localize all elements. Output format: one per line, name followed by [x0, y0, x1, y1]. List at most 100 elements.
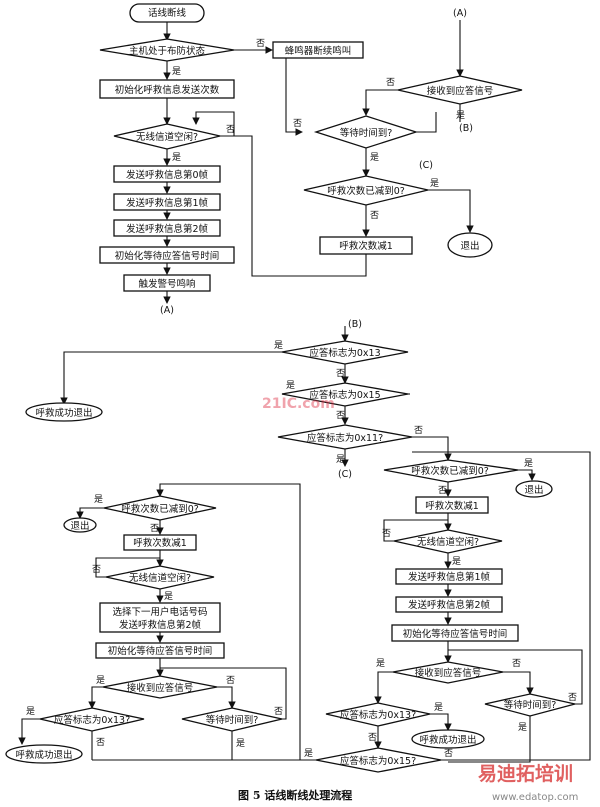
- node-dec2: [415, 496, 489, 514]
- node-count-zero1: [303, 175, 429, 206]
- edge-chfree1-loop: [192, 111, 235, 137]
- label-send0: 发送呼救信息第0帧: [126, 169, 209, 181]
- edge-wait3-loop: [160, 667, 287, 720]
- label-flag13a: 应答标志为0x13: [309, 347, 380, 359]
- yn-flag15a-no: 否: [336, 410, 345, 421]
- yn-recv2-yes: 是: [376, 658, 385, 669]
- label-send2: 发送呼救信息第2帧: [126, 223, 209, 235]
- yn-flag15b-yes: 是: [304, 748, 313, 759]
- edge-flag11-count2: [412, 436, 452, 461]
- label-conn-b-top: (B): [348, 319, 362, 330]
- watermark-logo-bottom: 易迪拓培训: [478, 762, 573, 785]
- node-send1: [113, 193, 221, 211]
- edge-loop-into-count3: [156, 483, 301, 760]
- label-beep: 蜂鸣器断续鸣叫: [285, 45, 352, 57]
- label-flag13c: 应答标志为0x13?: [54, 714, 130, 726]
- edge-count-exit1: [428, 189, 474, 233]
- label-recv1: 接收到应答信号: [427, 85, 494, 97]
- node-flag11: [277, 424, 413, 450]
- label-init-wait1: 初始化等待应答信号时间: [115, 250, 220, 262]
- node-recv2: [392, 661, 504, 684]
- yn-count3-yes: 是: [94, 494, 103, 505]
- node-flag15b: [315, 747, 442, 773]
- node-send2b: [395, 596, 503, 613]
- node-recv1: [397, 75, 523, 105]
- edge-count3-exit3: [76, 507, 104, 519]
- watermark-url: www.edatop.com: [492, 792, 578, 803]
- yn-count1-yes: 是: [430, 178, 439, 189]
- label-send1: 发送呼救信息第1帧: [126, 197, 209, 209]
- node-start: [129, 3, 205, 23]
- edge-wait-loop-recv1: [416, 112, 437, 133]
- label-dec3: 呼救次数减1: [133, 537, 187, 549]
- node-alarm: [123, 274, 211, 292]
- yn-flag13b-no: 否: [368, 732, 377, 743]
- label-flag11: 应答标志为0x11?: [307, 432, 383, 444]
- label-exit1: 退出: [460, 240, 479, 252]
- node-chfree2: [393, 529, 503, 554]
- yn-wait1-yes: 是: [370, 152, 379, 163]
- yn-recv1-yes: 是: [456, 110, 465, 121]
- yn-flag11-no: 否: [414, 425, 423, 436]
- node-dec1: [319, 236, 413, 255]
- node-count-zero2: [383, 459, 519, 483]
- yn-chfree1-yes: 是: [172, 152, 181, 163]
- node-beep: [272, 41, 364, 59]
- edge-flag13a-success1: [60, 351, 282, 405]
- yn-chfree2-no: 否: [382, 528, 391, 539]
- node-send0: [113, 165, 221, 183]
- yn-recv3-yes: 是: [96, 675, 105, 686]
- nodes: 话线断线 主机处于布防状态 蜂鸣器断续鸣叫 初始化呼救信息发送次数 无线信道空闲…: [5, 3, 576, 773]
- label-init-count: 初始化呼救信息发送次数: [115, 84, 220, 96]
- label-conn-b-right: (B): [459, 123, 473, 134]
- yn-flag13a-yes: 是: [274, 340, 283, 351]
- figure-caption: 图 5 话线断线处理流程: [238, 788, 352, 802]
- label-select-next: 选择下一用户电话号码: [112, 606, 207, 618]
- label-success1: 呼救成功退出: [35, 407, 92, 419]
- node-dec3: [123, 534, 197, 551]
- label-recv2: 接收到应答信号: [415, 667, 482, 679]
- node-wait2: [484, 693, 576, 717]
- yn-flag13c-no: 否: [96, 737, 105, 748]
- node-wait1: [313, 115, 419, 149]
- node-flag13a: [281, 340, 409, 365]
- yn-recv3-no: 否: [226, 675, 235, 686]
- yn-flag11-yes: 是: [336, 454, 345, 465]
- node-select-next: [99, 602, 221, 633]
- yn-count3-no: 否: [150, 523, 159, 534]
- label-count-zero3: 呼救次数已减到0?: [121, 503, 199, 515]
- label-init-wait2: 初始化等待应答信号时间: [403, 628, 508, 640]
- yn-wait2-yes: 是: [518, 722, 527, 733]
- yn-flag13a-no: 否: [336, 368, 345, 379]
- label-exit2: 退出: [524, 484, 543, 496]
- yn-flag13b-yes: 是: [434, 702, 443, 713]
- edge-recv3-flag13c: [88, 686, 103, 709]
- yes-no-labels: 否 是 否 是 否 是 否 是 是 否 是 否 是 否 否 是 是 否 否 是 …: [26, 38, 577, 759]
- label-alarm: 触发警号鸣响: [138, 278, 195, 290]
- yn-wait2-no: 否: [568, 692, 577, 703]
- label-chfree2: 无线信道空闲?: [417, 536, 479, 548]
- yn-flag15b-no: 否: [444, 748, 453, 759]
- yn-count1-no: 否: [370, 210, 379, 221]
- yn-count2-no: 否: [438, 485, 447, 496]
- label-conn-c-right: (C): [419, 160, 433, 171]
- label-dec2: 呼救次数减1: [425, 500, 479, 512]
- yn-wait1-no: 否: [293, 118, 302, 129]
- yn-armed-no: 否: [256, 38, 265, 49]
- edge-flag13c-success3: [18, 718, 40, 745]
- watermark-logo-top: 21IC.com: [262, 396, 335, 412]
- label-chfree1: 无线信道空闲?: [136, 131, 198, 143]
- label-recv3: 接收到应答信号: [127, 682, 194, 694]
- label-conn-c-mid: (C): [338, 469, 352, 480]
- label-conn-a-top: (A): [453, 8, 467, 19]
- label-flag15a: 应答标志为0x15: [309, 389, 380, 401]
- edge-chfree2-loop: [383, 519, 448, 542]
- edge-flag13b-success2: [430, 713, 452, 731]
- label-init-wait3: 初始化等待应答信号时间: [108, 645, 213, 657]
- node-exit3: [63, 517, 97, 533]
- label-exit3: 退出: [70, 520, 89, 532]
- yn-chfree2-yes: 是: [452, 556, 461, 567]
- node-exit1: [447, 232, 493, 258]
- yn-chfree3-no: 否: [92, 564, 101, 575]
- yn-recv1-no: 否: [386, 77, 395, 88]
